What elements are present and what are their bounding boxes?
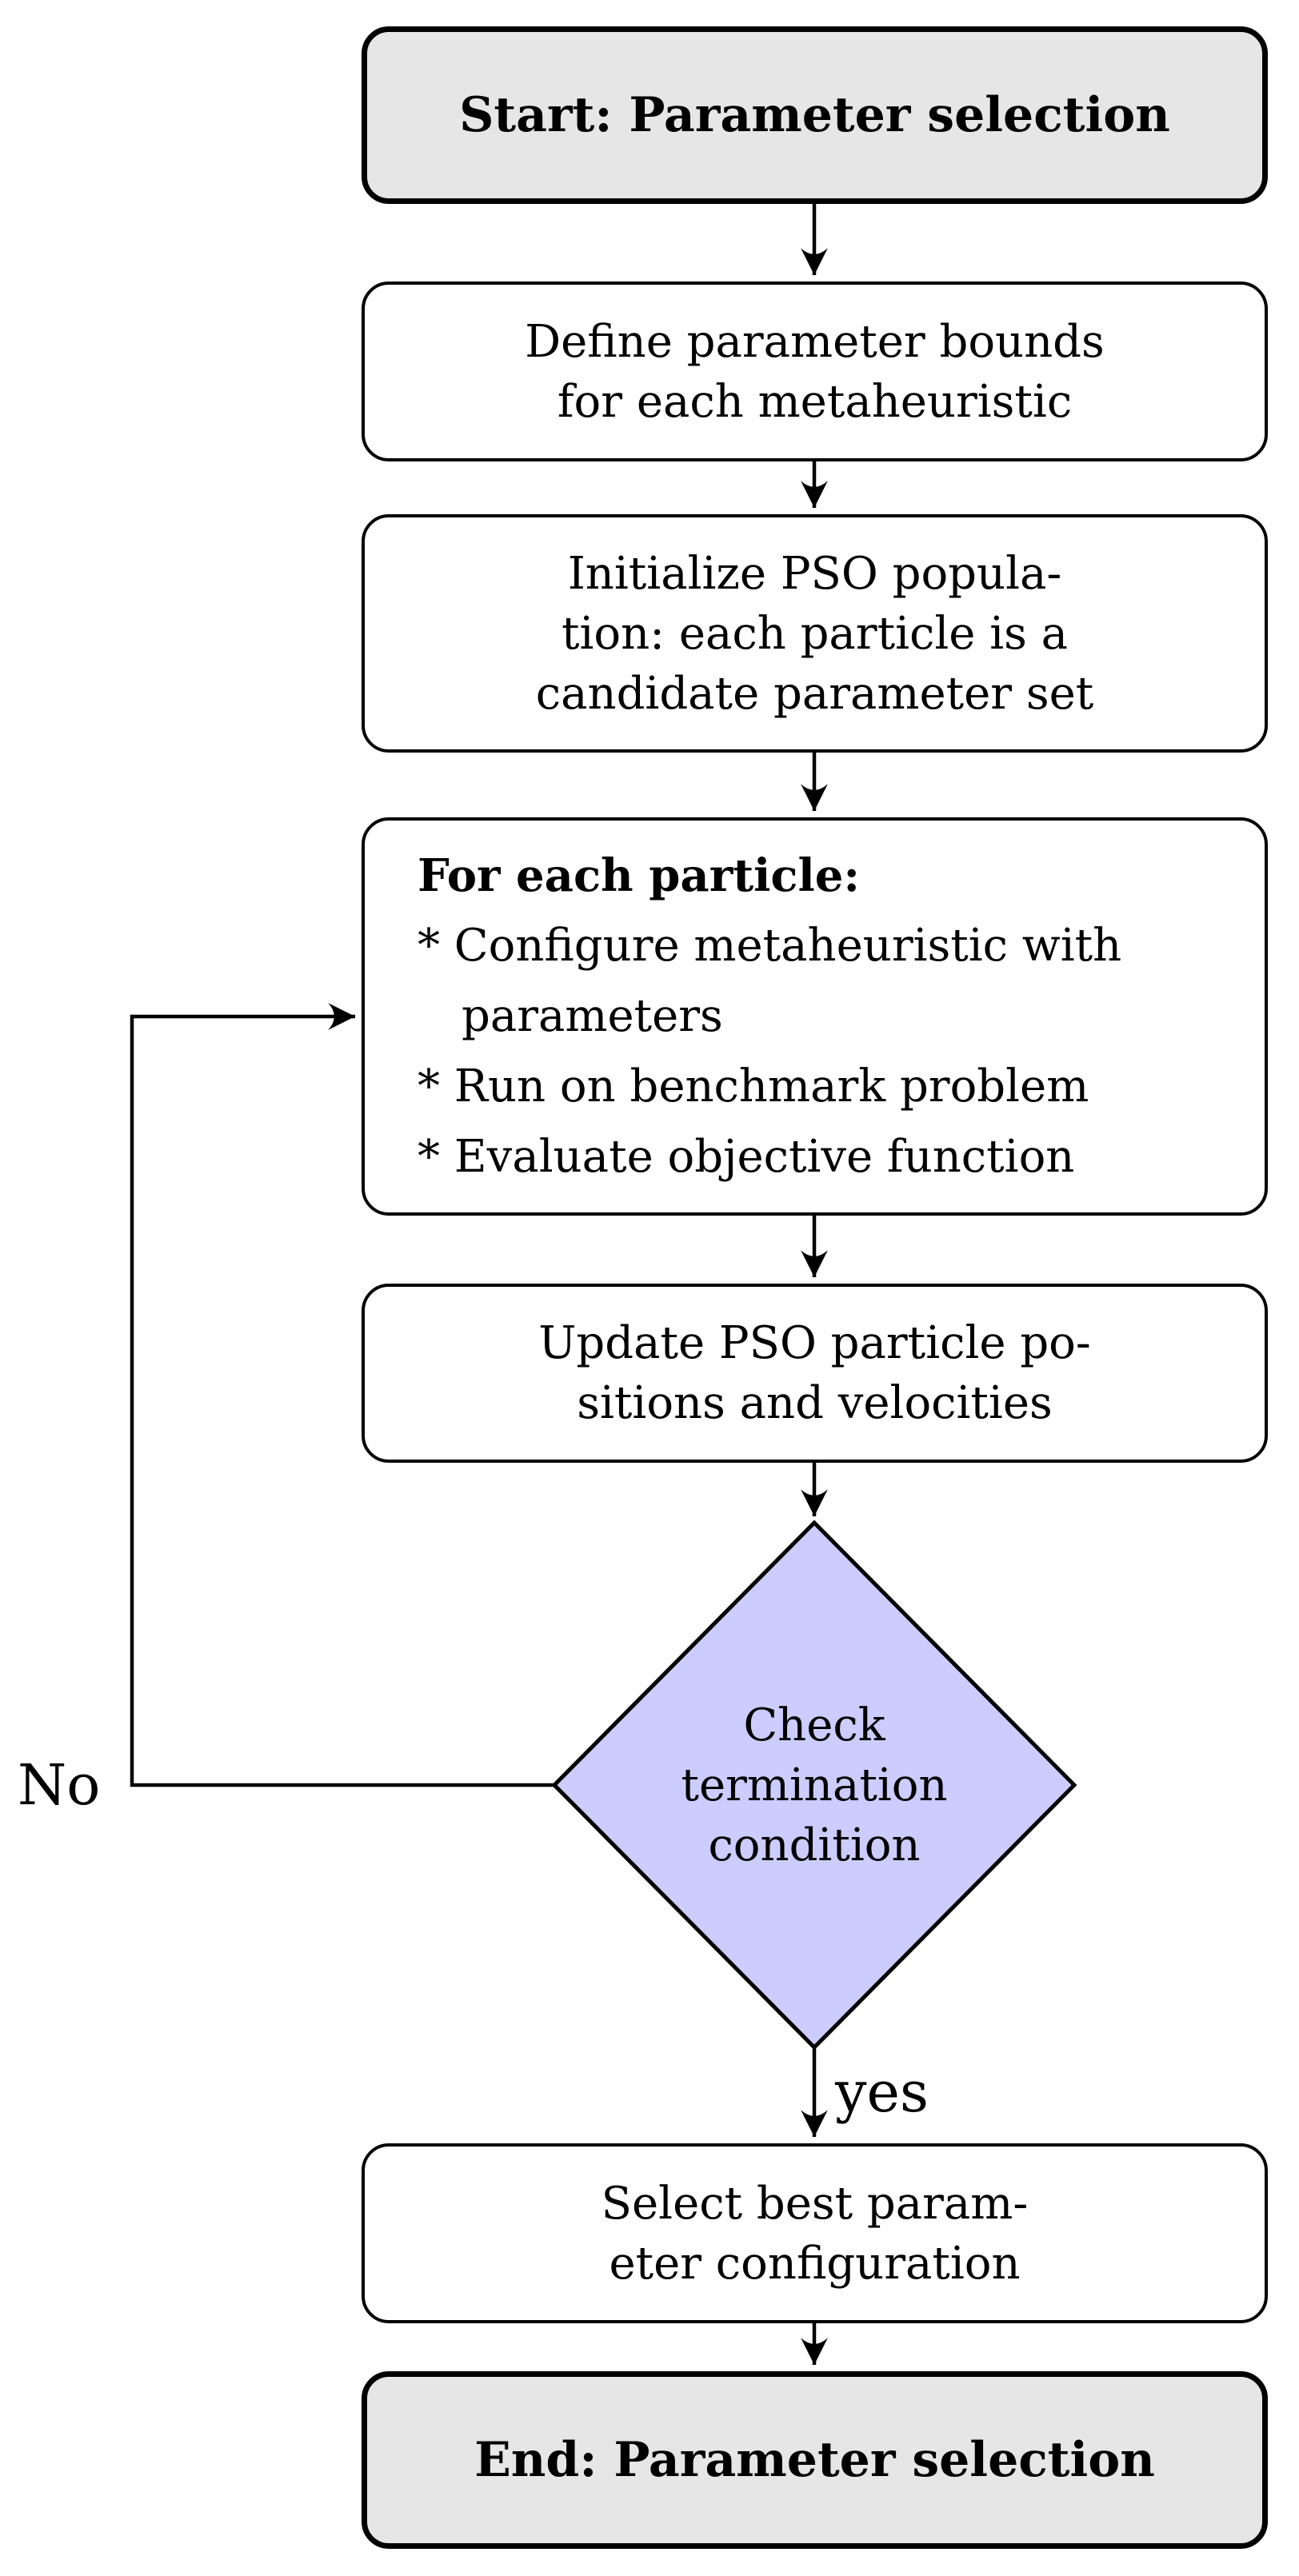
- node-end-label: End: Parameter selection: [474, 2431, 1155, 2488]
- node-select-best-line: eter configuration: [609, 2237, 1021, 2290]
- node-define-bounds: Define parameter bounds for each metaheu…: [362, 282, 1268, 461]
- edge-label-yes: yes: [835, 2059, 929, 2125]
- node-check-termination-line: termination: [681, 1759, 948, 1811]
- node-check-termination: Check termination condition: [554, 1695, 1074, 1875]
- node-for-each-particle: For each particle: * Configure metaheuri…: [362, 817, 1268, 1216]
- node-for-each-particle-item: * Evaluate objective function: [418, 1131, 1075, 1183]
- node-init-pso-line: Initialize PSO popula-: [567, 547, 1062, 600]
- node-for-each-particle-item-cont: parameters: [462, 990, 723, 1042]
- edge-decision-no-loop: [130, 1003, 554, 1787]
- node-define-bounds-line: for each metaheuristic: [557, 375, 1073, 428]
- node-select-best: Select best param- eter configuration: [362, 2143, 1268, 2323]
- node-update-pso-line: sitions and velocities: [577, 1377, 1053, 1429]
- node-for-each-particle-header: For each particle:: [418, 849, 861, 902]
- node-update-pso: Update PSO particle po- sitions and velo…: [362, 1284, 1268, 1463]
- node-start: Start: Parameter selection: [362, 26, 1268, 204]
- node-check-termination-line: condition: [708, 1819, 921, 1871]
- node-for-each-particle-item: * Run on benchmark problem: [418, 1060, 1089, 1112]
- node-init-pso-line: candidate parameter set: [535, 667, 1094, 720]
- node-check-termination-line: Check: [743, 1699, 885, 1751]
- node-update-pso-line: Update PSO particle po-: [538, 1317, 1091, 1369]
- edge-label-no: No: [18, 1752, 101, 1818]
- node-define-bounds-line: Define parameter bounds: [525, 315, 1105, 368]
- node-start-label: Start: Parameter selection: [459, 86, 1170, 143]
- node-init-pso-line: tion: each particle is a: [561, 607, 1069, 660]
- node-for-each-particle-item: * Configure metaheuristic with: [418, 920, 1122, 972]
- node-init-pso: Initialize PSO popula- tion: each partic…: [362, 514, 1268, 753]
- node-select-best-line: Select best param-: [601, 2177, 1029, 2230]
- node-end: End: Parameter selection: [362, 2371, 1268, 2549]
- decision-diamond-shape: [551, 1520, 1077, 2051]
